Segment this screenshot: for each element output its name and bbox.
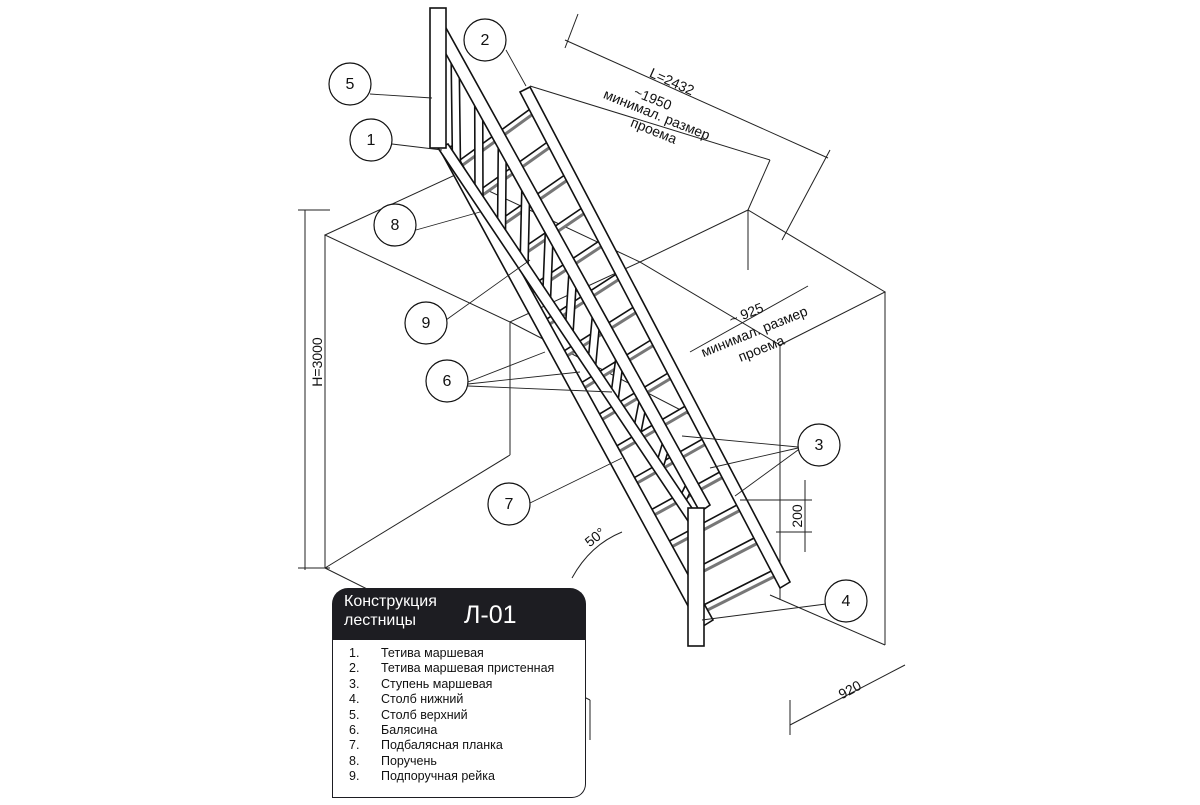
legend-item-label: Балясина xyxy=(381,723,438,738)
legend-item: 6. Балясина xyxy=(349,723,554,738)
legend-item-label: Ступень маршевая xyxy=(381,676,493,691)
baluster-strip xyxy=(436,143,702,525)
dim-length-line xyxy=(564,39,829,159)
legend-item-number: 9. xyxy=(349,769,360,784)
legend-item: 5. Столб верхний xyxy=(349,708,554,723)
dim-height-label: H=3000 xyxy=(309,337,325,387)
legend-item-number: 2. xyxy=(349,661,360,676)
legend-item: 4. Столб нижний xyxy=(349,692,554,707)
callout-2: 2 xyxy=(463,18,507,62)
legend-item-number: 3. xyxy=(349,676,360,691)
stringer-wall xyxy=(518,85,792,590)
floor-right-edge xyxy=(769,594,886,646)
svg-text:3: 3 xyxy=(815,437,824,454)
legend-item: 7. Подбалясная планка xyxy=(349,738,554,753)
svg-text:9: 9 xyxy=(422,315,431,332)
dim-min-length-line xyxy=(529,85,771,161)
tread-shadow xyxy=(696,574,778,617)
callout-1: 1 xyxy=(349,118,393,162)
svg-text:1: 1 xyxy=(367,132,376,149)
dim-angle-label: 50° xyxy=(582,524,609,550)
legend-title-line-2: лестницы xyxy=(344,612,416,629)
svg-text:2: 2 xyxy=(481,32,490,49)
legend-item: 2. Тетива маршевая пристенная xyxy=(349,661,554,676)
callout-7: 7 xyxy=(487,482,531,526)
dim-min-length-ext xyxy=(747,159,771,211)
svg-text:7: 7 xyxy=(505,496,514,513)
dim-step-label: 200 xyxy=(789,504,805,528)
legend-item-label: Подбалясная планка xyxy=(381,738,503,753)
legend-item: 1. Тетива маршевая xyxy=(349,646,554,661)
legend-item: 8. Поручень xyxy=(349,754,554,769)
floor-back-edge xyxy=(324,454,511,569)
legend-item-label: Тетива маршевая xyxy=(381,646,484,660)
leader-1 xyxy=(391,143,443,151)
dim-width-label: 920 xyxy=(836,677,864,702)
legend-body: 1. Тетива маршевая 2. Тетива маршевая прис… xyxy=(332,640,586,798)
leader-3a xyxy=(681,435,799,448)
dim-min-width-line xyxy=(689,285,809,353)
legend-item-label: Подпоручная рейка xyxy=(381,769,495,784)
legend-item: 3. Ступень маршевая xyxy=(349,677,554,692)
legend-item-label: Столб верхний xyxy=(381,707,468,722)
svg-text:8: 8 xyxy=(391,217,400,234)
leader-8 xyxy=(415,211,481,231)
tread-shadow xyxy=(609,409,691,458)
legend-item-number: 8. xyxy=(349,753,360,768)
tread-shadow xyxy=(592,376,674,427)
legend-item-label: Тетива маршевая пристенная xyxy=(381,661,555,676)
leader-6b xyxy=(467,371,581,385)
callout-5: 5 xyxy=(328,62,372,106)
callout-4: 4 xyxy=(824,579,868,623)
legend-model-code: Л-01 xyxy=(464,601,517,629)
tread-shadow xyxy=(471,145,552,204)
legend-item-number: 7. xyxy=(349,738,360,753)
legend-item-label: Столб нижний xyxy=(381,692,464,707)
leader-5 xyxy=(369,93,433,99)
leader-3c xyxy=(734,449,799,497)
dim-width-line xyxy=(789,664,906,726)
dim-angle-arc xyxy=(571,531,623,579)
callout-3: 3 xyxy=(797,423,841,467)
tread-shadow xyxy=(627,442,708,490)
callout-9: 9 xyxy=(404,301,448,345)
leader-6a xyxy=(467,351,546,383)
svg-text:6: 6 xyxy=(443,373,452,390)
post-upper xyxy=(429,7,447,149)
legend-item-number: 5. xyxy=(349,707,360,722)
legend-item-number: 4. xyxy=(349,692,360,707)
svg-text:4: 4 xyxy=(842,593,851,610)
legend-panel: Конструкция лестницы Л-01 1. Тетива марше… xyxy=(332,588,586,799)
leader-6c xyxy=(467,385,613,393)
post-lower xyxy=(687,507,705,647)
leader-7 xyxy=(529,457,623,504)
legend-item: 9. Подпоручная рейка xyxy=(349,769,554,784)
callout-8: 8 xyxy=(373,203,417,247)
legend-item-number: 6. xyxy=(349,723,360,738)
dim-length-ext-b xyxy=(781,149,831,241)
leader-3b xyxy=(709,447,799,469)
svg-text:5: 5 xyxy=(346,76,355,93)
callouts: 5 1 2 8 9 6 3 7 4 xyxy=(328,18,868,623)
leader-2 xyxy=(505,49,527,87)
callout-6: 6 xyxy=(425,359,469,403)
legend-list: 1. Тетива маршевая 2. Тетива маршевая прис… xyxy=(349,646,554,785)
legend-header: Конструкция лестницы Л-01 xyxy=(332,588,586,640)
legend-item-label: Поручень xyxy=(381,753,437,768)
leader-lines xyxy=(369,49,827,621)
leader-9 xyxy=(445,259,531,321)
dim-length-ext-a xyxy=(564,13,579,49)
staircase xyxy=(429,7,792,647)
legend-title-line-1: Конструкция xyxy=(344,593,437,610)
legend-item-number: 1. xyxy=(349,646,360,660)
leader-4 xyxy=(701,603,827,621)
